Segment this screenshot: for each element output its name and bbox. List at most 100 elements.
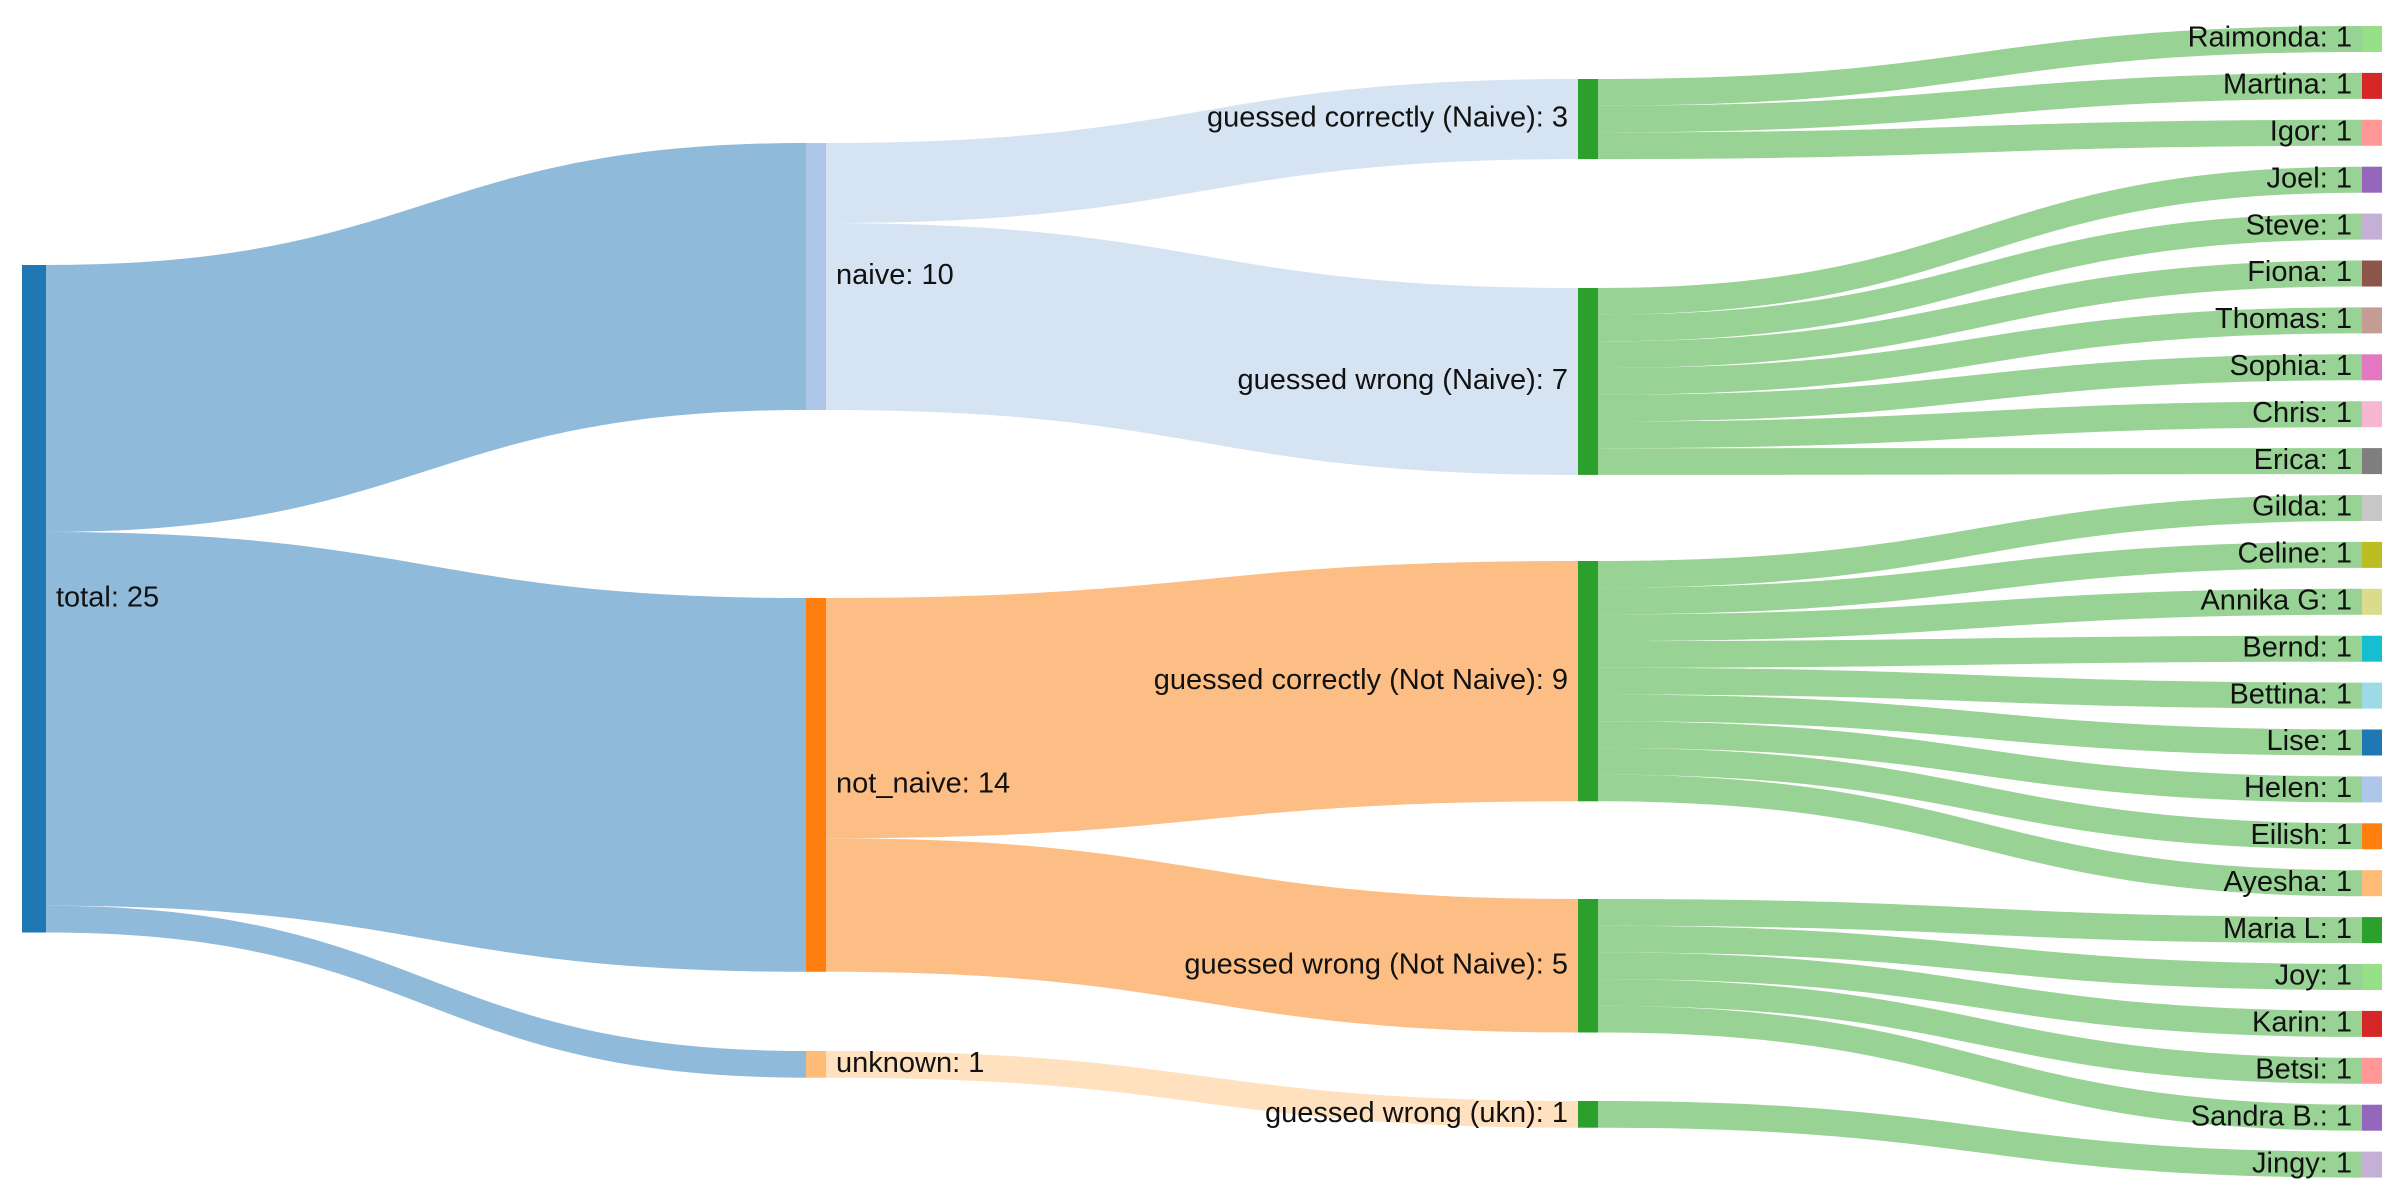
link-gc_not_naive-to-bernd[interactable] [1598,635,2362,668]
link-naive-to-gc_naive[interactable] [826,79,1578,224]
link-total-to-naive[interactable] [46,143,806,532]
node-sandra[interactable] [2362,1104,2382,1131]
node-joel[interactable] [2362,166,2382,193]
node-jingy[interactable] [2362,1151,2382,1178]
node-erica[interactable] [2362,448,2382,475]
links-layer [46,26,2362,1178]
node-betsi[interactable] [2362,1057,2382,1084]
link-gw_not_naive-to-betsi[interactable] [1598,979,2362,1084]
link-gw_naive-to-chris[interactable] [1598,401,2362,449]
node-label-gw_not_naive: guessed wrong (Not Naive): 5 [1184,948,1568,980]
node-label-sophia: Sophia: 1 [2229,350,2352,382]
link-gc_naive-to-raimonda[interactable] [1598,26,2362,106]
link-gc_not_naive-to-gilda[interactable] [1598,495,2362,588]
node-label-steve: Steve: 1 [2246,209,2352,241]
node-eilish[interactable] [2362,823,2382,850]
link-gc_not_naive-to-annika[interactable] [1598,588,2362,642]
node-celine[interactable] [2362,541,2382,568]
node-label-gc_not_naive: guessed correctly (Not Naive): 9 [1154,664,1568,696]
node-label-raimonda: Raimonda: 1 [2188,22,2352,54]
link-naive-to-gw_naive[interactable] [826,223,1578,475]
link-gw_naive-to-sophia[interactable] [1598,354,2362,422]
node-joy[interactable] [2362,964,2382,990]
node-label-helen: Helen: 1 [2244,772,2352,804]
node-label-bernd: Bernd: 1 [2242,631,2352,663]
node-label-naive: naive: 10 [836,259,954,291]
link-gw_not_naive-to-maria[interactable] [1598,899,2362,944]
node-label-annika: Annika G: 1 [2200,584,2352,616]
link-not_naive-to-gc_not_naive[interactable] [826,561,1578,839]
node-annika[interactable] [2362,588,2382,615]
node-gc_not_naive[interactable] [1578,561,1598,802]
link-total-to-not_naive[interactable] [46,532,806,972]
node-label-martina: Martina: 1 [2223,69,2352,101]
node-label-bettina: Bettina: 1 [2229,678,2352,710]
node-igor[interactable] [2362,119,2382,146]
link-gw_naive-to-steve[interactable] [1598,213,2362,342]
node-not_naive[interactable] [806,598,826,972]
link-gc_naive-to-igor[interactable] [1598,119,2362,160]
node-naive[interactable] [806,143,826,410]
link-gw_not_naive-to-karin[interactable] [1598,952,2362,1037]
node-label-gilda: Gilda: 1 [2252,491,2352,523]
node-label-maria: Maria L: 1 [2223,913,2352,945]
link-gc_not_naive-to-eilish[interactable] [1598,747,2362,850]
labels-layer: total: 25 naive: 10 not_naive: 14 unknown: … [56,22,2352,1180]
node-gw_naive[interactable] [1578,288,1598,475]
node-sophia[interactable] [2362,354,2382,381]
node-fiona[interactable] [2362,260,2382,287]
link-gc_not_naive-to-lise[interactable] [1598,694,2362,756]
link-total-to-unknown[interactable] [46,905,806,1078]
node-gw_not_naive[interactable] [1578,899,1598,1033]
node-label-gw_naive: guessed wrong (Naive): 7 [1238,364,1568,396]
node-label-igor: Igor: 1 [2270,115,2352,147]
link-gw_not_naive-to-sandra[interactable] [1598,1005,2362,1131]
node-label-sandra: Sandra B.: 1 [2191,1100,2352,1132]
node-chris[interactable] [2362,401,2382,428]
link-gw_naive-to-fiona[interactable] [1598,260,2362,369]
node-unknown[interactable] [806,1051,826,1078]
link-not_naive-to-gw_not_naive[interactable] [826,838,1578,1033]
node-label-lise: Lise: 1 [2267,725,2352,757]
node-raimonda[interactable] [2362,26,2382,52]
node-maria[interactable] [2362,917,2382,944]
node-label-erica: Erica: 1 [2254,444,2352,476]
node-label-unknown: unknown: 1 [836,1047,984,1079]
node-total[interactable] [22,265,46,933]
link-gc_naive-to-martina[interactable] [1598,72,2362,133]
node-bernd[interactable] [2362,635,2382,662]
node-label-joel: Joel: 1 [2267,162,2352,194]
node-label-chris: Chris: 1 [2252,397,2352,429]
node-label-not_naive: not_naive: 14 [836,768,1010,800]
link-gc_not_naive-to-bettina[interactable] [1598,667,2362,709]
node-gilda[interactable] [2362,495,2382,521]
node-martina[interactable] [2362,72,2382,99]
nodes-layer [22,26,2382,1178]
node-gw_ukn[interactable] [1578,1101,1598,1128]
node-bettina[interactable] [2362,682,2382,709]
node-karin[interactable] [2362,1010,2382,1037]
link-unknown-to-gw_ukn[interactable] [826,1051,1578,1128]
node-label-gc_naive: guessed correctly (Naive): 3 [1207,102,1568,134]
node-helen[interactable] [2362,776,2382,803]
link-gc_not_naive-to-ayesha[interactable] [1598,774,2362,897]
node-label-joy: Joy: 1 [2275,960,2352,992]
link-gc_not_naive-to-helen[interactable] [1598,721,2362,803]
node-label-fiona: Fiona: 1 [2247,256,2352,288]
node-label-celine: Celine: 1 [2238,538,2352,570]
link-gw_ukn-to-jingy[interactable] [1598,1101,2362,1178]
node-label-total: total: 25 [56,581,159,613]
link-gc_not_naive-to-celine[interactable] [1598,541,2362,615]
node-lise[interactable] [2362,729,2382,756]
node-label-karin: Karin: 1 [2252,1007,2352,1039]
node-gc_naive[interactable] [1578,79,1598,160]
link-gw_naive-to-thomas[interactable] [1598,307,2362,395]
link-gw_not_naive-to-joy[interactable] [1598,925,2362,990]
link-gw_naive-to-joel[interactable] [1598,166,2362,315]
node-steve[interactable] [2362,213,2382,240]
node-ayesha[interactable] [2362,870,2382,897]
node-label-thomas: Thomas: 1 [2215,303,2352,335]
node-label-ayesha: Ayesha: 1 [2224,866,2352,898]
node-thomas[interactable] [2362,307,2382,334]
link-gw_naive-to-erica[interactable] [1598,448,2362,475]
